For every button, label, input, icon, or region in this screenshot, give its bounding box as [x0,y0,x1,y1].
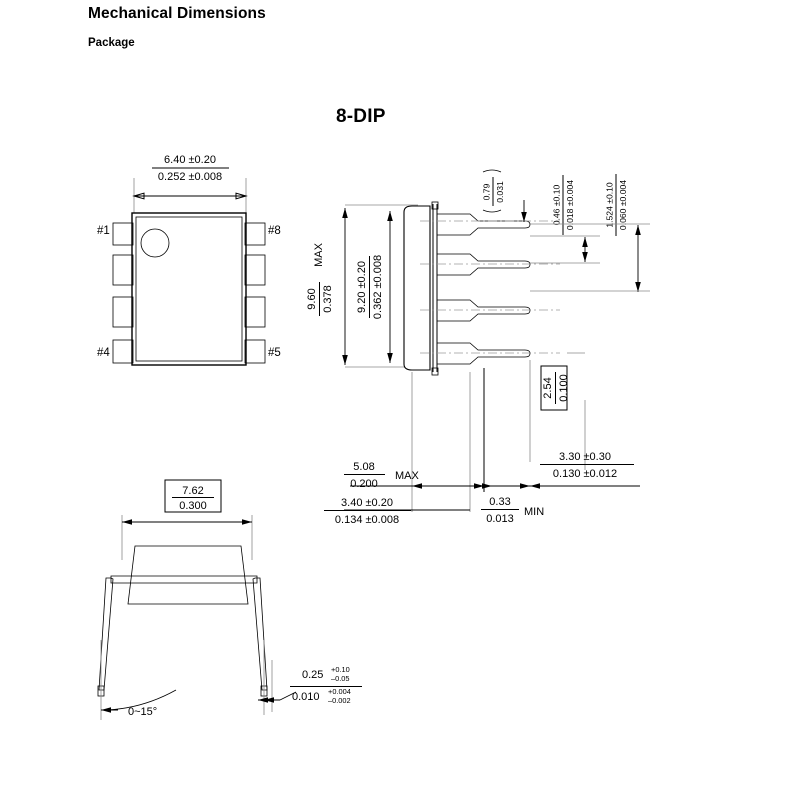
dim-seating-height-mm: 5.08 [353,461,374,473]
dim-body-length-max-inch: 0.378 [322,285,334,313]
dim-body-width-inch: 0.252 ±0.008 [158,171,222,183]
dim-body-length-max-note: MAX [313,242,325,267]
side-view: 9.60 0.378 MAX 9.20 ±0.20 0.362 ±0.008 [306,169,650,526]
dim-lead-pitch-mm: 2.54 [542,377,554,398]
top-view: #1 #4 #8 #5 6.40 ±0.20 0.252 ±0.008 [97,154,281,366]
dim-lead-pitch-group: 2.54 0.100 [542,372,570,404]
package-body-front [127,545,249,605]
lead-front-left [98,577,114,691]
dim-lead-thickness-front-inch-minus: –0.002 [328,696,351,705]
dim-lead-thickness-front-inch: 0.010 [292,691,320,703]
dim-body-height-mm: 3.40 ±0.20 [341,497,393,509]
pin-label-1: #1 [97,225,110,237]
lead-pad [244,296,266,328]
seating-plane-bar [110,575,258,584]
arrowhead [635,225,641,235]
lead-pad [112,296,134,328]
dim-lead-thickness-front-inch-plus: +0.004 [328,687,351,696]
dim-standoff-mm: 0.33 [489,496,510,508]
lead-pad [244,222,266,246]
dim-lead-width-side-inch: 0.060 ±0.004 [618,180,628,230]
arrowhead [482,483,492,489]
arrowhead [582,237,588,247]
arrowhead [521,212,527,222]
dim-lead-thickness-side-inch: 0.018 ±0.004 [565,180,575,230]
dim-seating-height-note: MAX [395,470,420,482]
package-body-outline [131,212,247,366]
dim-lead-pitch-inch: 0.100 [558,374,570,402]
lead-profile [436,253,531,276]
dim-body-length-max-mm: 9.60 [306,288,318,309]
arrowhead [520,483,530,489]
arrowhead [242,519,252,525]
dim-lead-length-inch: 0.130 ±0.012 [553,468,617,480]
arrowhead [530,483,540,489]
page-title: Mechanical Dimensions [88,5,266,22]
dim-lead-thickness-front-mm-minus: –0.05 [331,674,350,683]
dim-lead-pitch-box [540,365,568,411]
package-body-side [403,205,431,371]
arrowhead [582,252,588,262]
package-title: 8-DIP [336,106,386,127]
arrowhead [387,353,393,363]
arrowhead [342,208,348,218]
arrowhead [264,697,274,703]
dim-body-length-inch: 0.362 ±0.008 [372,255,384,319]
dim-row-spacing-box [164,479,222,513]
lead-frame-tab [431,201,439,210]
dim-body-length-mm: 9.20 ±0.20 [356,261,368,313]
lead-profile [436,299,531,322]
dim-row-spacing-mm: 7.62 [182,485,203,497]
lead-pad [112,222,134,246]
dim-lead-length-mm: 3.30 ±0.30 [559,451,611,463]
bracket-left [482,209,502,213]
lead-pad [112,254,134,286]
section-subtitle: Package [88,37,135,49]
bracket-right [482,169,502,173]
arrowhead [342,355,348,365]
lead-profile [436,342,531,365]
dim-lead-thickness-side-group: 0.46 ±0.10 0.018 ±0.004 [552,175,575,235]
lead-pad [244,339,266,364]
pin-label-8: #8 [268,225,281,237]
lead-profile [436,213,531,236]
arrowhead [635,282,641,292]
dim-lead-shoulder-group: 0.79 0.031 [482,169,505,213]
dim-lead-thickness-front-mm: 0.25 [302,669,323,681]
dim-body-width-mm: 6.40 ±0.20 [164,154,216,166]
dim-lead-thickness-front-mm-plus: +0.10 [331,665,350,674]
dim-lead-width-side-group: 1.524 ±0.10 0.060 ±0.004 [605,174,628,236]
dim-lead-thickness-side-mm: 0.46 ±0.10 [552,185,562,226]
package-body-inner [135,216,243,362]
pin-label-4: #4 [97,347,110,359]
arrowhead [474,483,484,489]
arrowhead [235,192,248,200]
leader-line [279,691,297,701]
arrowhead [258,697,268,703]
dim-standoff-note: MIN [524,506,544,518]
arrowhead [122,519,132,525]
lead-pad [112,339,134,364]
front-view: 7.62 0.300 [97,479,362,720]
arrowhead [101,707,111,713]
pin1-indicator-circle [140,228,170,258]
lead-front-right [252,577,268,691]
lead-frame-tab [431,367,439,376]
dim-standoff-inch: 0.013 [486,513,514,525]
arrowhead [132,192,145,200]
dim-body-length-group: 9.20 ±0.20 0.362 ±0.008 [356,255,384,319]
dim-seating-height-inch: 0.200 [350,478,378,490]
dim-lead-shoulder-mm: 0.79 [482,183,492,200]
pin-label-5: #5 [268,347,281,359]
dim-body-height-inch: 0.134 ±0.008 [335,514,399,526]
dim-lead-shoulder-inch: 0.031 [495,181,505,203]
arrowhead [387,211,393,221]
dim-row-spacing-inch: 0.300 [179,500,207,512]
dim-lead-angle: 0~15° [128,706,157,718]
lead-pad [244,254,266,286]
dim-lead-width-side-mm: 1.524 ±0.10 [605,182,615,228]
arrowhead [412,483,422,489]
dim-body-length-max-group: 9.60 0.378 MAX [306,242,334,316]
